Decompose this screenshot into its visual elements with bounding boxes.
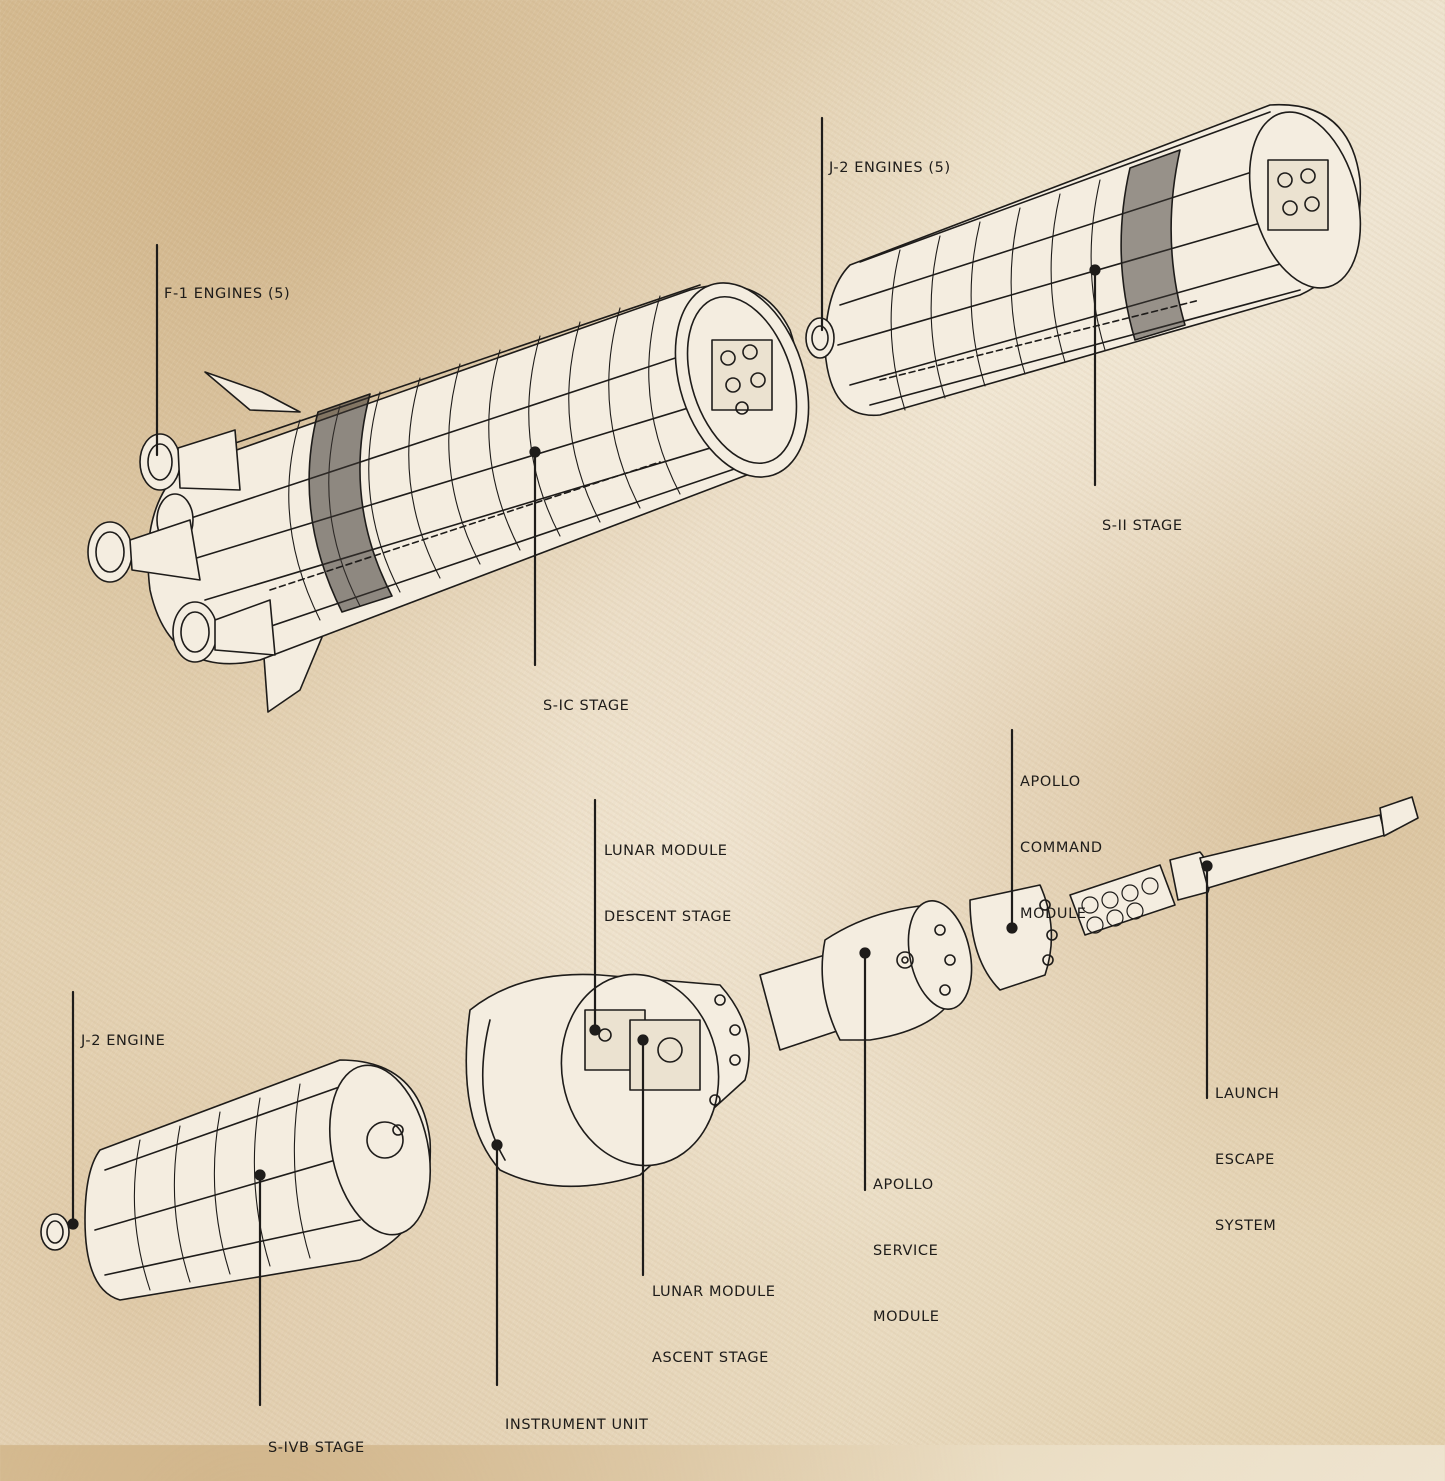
callout-text: LUNAR MODULE (604, 843, 728, 859)
service-module-drawing (759, 900, 973, 1051)
callout-s-ic-stage: S-IC STAGE (543, 651, 629, 739)
callout-text: S-IC STAGE (543, 698, 630, 714)
f1-engine-cluster (87, 429, 276, 663)
instrument-unit-drawing (465, 973, 750, 1188)
callout-text: LUNAR MODULE (652, 1284, 776, 1300)
callout-leaders (67, 116, 1213, 1407)
callout-text: MODULE (1020, 906, 1087, 922)
callout-apollo-command-module: APOLLO COMMAND MODULE (1020, 727, 1103, 947)
callout-s-ii-stage: S-II STAGE (1102, 471, 1183, 559)
callout-text: ASCENT STAGE (652, 1350, 769, 1366)
callout-launch-escape-system: LAUNCH ESCAPE SYSTEM (1215, 1039, 1279, 1259)
callout-text: J-2 ENGINES (5) (829, 160, 951, 176)
callout-s-ivb-stage: S-IVB STAGE (268, 1393, 365, 1481)
callout-text: COMMAND (1020, 840, 1103, 856)
s-ic-stage-drawing (87, 282, 810, 713)
callout-text: S-II STAGE (1102, 518, 1183, 534)
callout-text: SYSTEM (1215, 1218, 1277, 1234)
callout-f1-engines: F-1 ENGINES (5) (164, 239, 290, 327)
callout-j2-engines: J-2 ENGINES (5) (829, 113, 951, 201)
callout-text: SERVICE (873, 1243, 939, 1259)
callout-text: LAUNCH (1215, 1086, 1280, 1102)
callout-text: MODULE (873, 1309, 940, 1325)
callout-instrument-unit: INSTRUMENT UNIT (505, 1370, 648, 1458)
s-ii-stage-drawing (805, 103, 1362, 417)
command-module-drawing (969, 884, 1058, 991)
launch-escape-system-drawing (1069, 796, 1419, 936)
callout-text: APOLLO (873, 1177, 934, 1193)
callout-text: INSTRUMENT UNIT (505, 1417, 649, 1433)
callout-text: S-IVB STAGE (268, 1440, 365, 1456)
callout-text: ESCAPE (1215, 1152, 1275, 1168)
callout-lm-ascent-stage: LUNAR MODULE ASCENT STAGE (652, 1237, 776, 1391)
callout-text: DESCENT STAGE (604, 909, 732, 925)
callout-lm-descent-stage: LUNAR MODULE DESCENT STAGE (604, 796, 732, 950)
s-ivb-stage-drawing (40, 1059, 432, 1301)
callout-text: APOLLO (1020, 774, 1081, 790)
callout-apollo-service-module: APOLLO SERVICE MODULE (873, 1130, 940, 1350)
callout-j2-engine: J-2 ENGINE (81, 986, 165, 1074)
callout-text: F-1 ENGINES (5) (164, 286, 291, 302)
callout-text: J-2 ENGINE (81, 1033, 166, 1049)
rocket-diagram (40, 103, 1419, 1407)
